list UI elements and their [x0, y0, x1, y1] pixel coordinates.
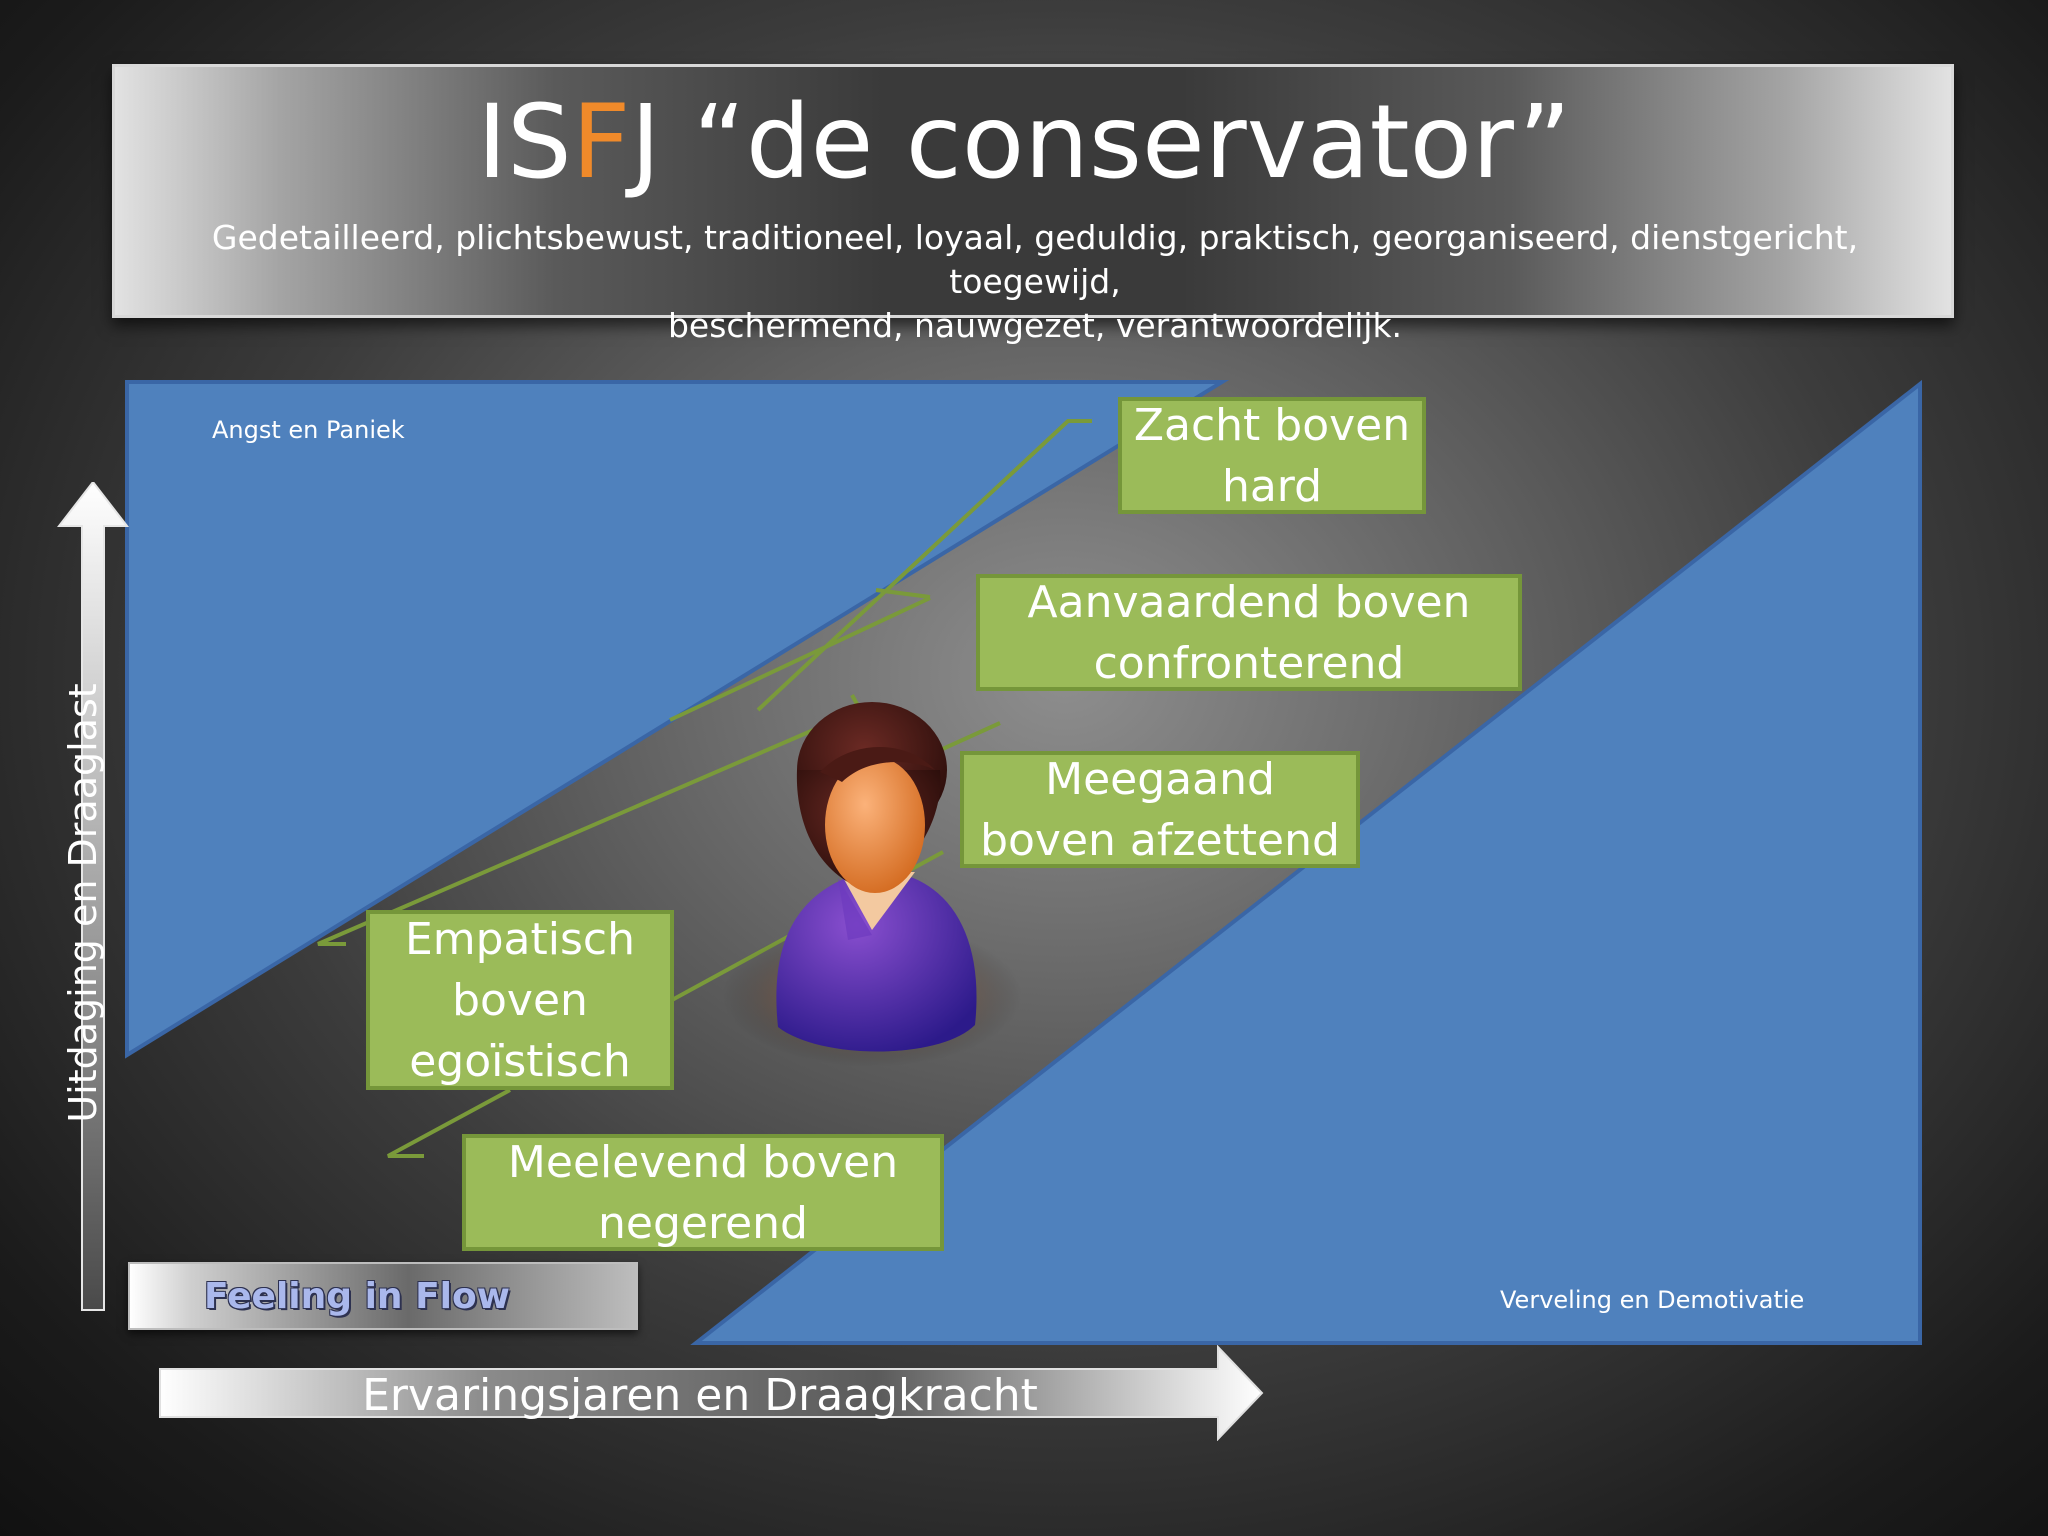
- title-accent-letter: F: [571, 83, 631, 202]
- subtitle-line: beschermend, nauwgezet, verantwoordelijk…: [667, 306, 1403, 345]
- zone-label-verveling: Verveling en Demotivatie: [1500, 1286, 1805, 1314]
- y-axis-arrow: [57, 482, 129, 1311]
- title-text-end: J “de conservator”: [630, 83, 1572, 202]
- trait-line: confronterend: [1093, 637, 1405, 689]
- trait-line: negerend: [598, 1197, 808, 1249]
- title-text-start: IS: [476, 83, 572, 202]
- trait-line: Meelevend boven: [507, 1136, 899, 1188]
- trait-box-aanvaardend: Aanvaardend boven confronterend: [976, 574, 1522, 691]
- zone-label-angst: Angst en Paniek: [212, 416, 405, 444]
- trait-line: egoïstisch: [409, 1035, 631, 1087]
- flow-label: Feeling in Flow: [204, 1276, 510, 1317]
- subtitle-line: Gedetailleerd, plichtsbewust, traditione…: [211, 218, 1859, 301]
- trait-line: hard: [1221, 460, 1323, 512]
- page-title: ISFJ “de conservator”: [0, 88, 2048, 198]
- trait-line: boven: [452, 974, 588, 1026]
- x-axis-label: Ervaringsjaren en Draagkracht: [362, 1370, 1038, 1421]
- trait-box-zacht: Zacht boven hard: [1118, 397, 1426, 514]
- trait-box-meelevend: Meelevend boven negerend: [462, 1134, 944, 1251]
- y-axis-label: Uitdaging en Draaglast: [61, 683, 105, 1123]
- person-icon: [722, 702, 1022, 1067]
- trait-line: Zacht boven: [1133, 399, 1411, 451]
- trait-line: Aanvaardend boven: [1027, 576, 1471, 628]
- trait-line: Meegaand: [1045, 753, 1275, 805]
- trait-box-meegaand: Meegaand boven afzettend: [960, 751, 1360, 868]
- flow-banner: [128, 1262, 638, 1330]
- title-banner: [112, 64, 1954, 318]
- x-axis-arrow: [159, 1345, 1264, 1441]
- subtitle: Gedetailleerd, plichtsbewust, traditione…: [130, 216, 1940, 348]
- trait-line: Empatisch: [404, 913, 636, 965]
- trait-line: boven afzettend: [980, 814, 1340, 866]
- trait-box-empatisch: Empatisch boven egoïstisch: [366, 910, 674, 1090]
